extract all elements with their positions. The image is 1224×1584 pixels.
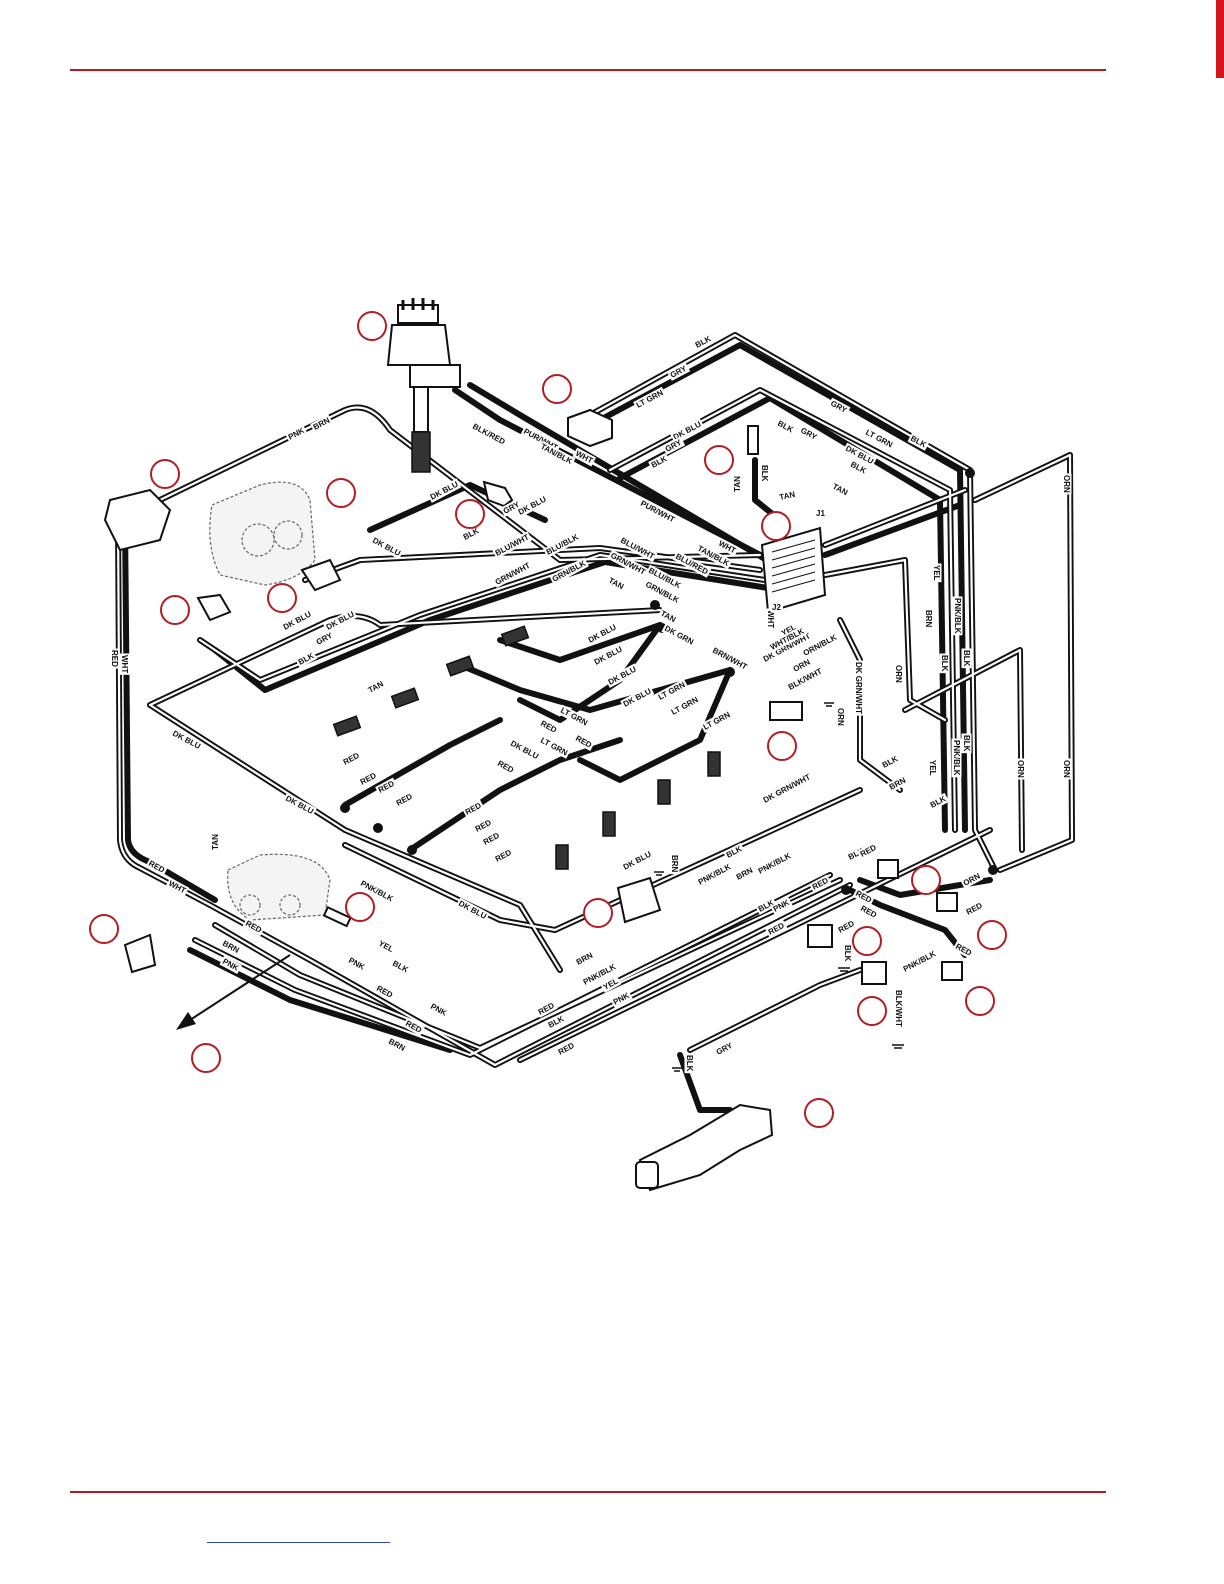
exhaust-outline [227, 853, 331, 921]
label-dkblu-inj-4: DK BLU [607, 665, 638, 687]
connector-j2-label: J2 [772, 603, 781, 612]
callout-circle [542, 374, 572, 404]
knock-module-icon [616, 876, 662, 924]
connector-j1-label: J1 [816, 509, 825, 518]
ignition-module-icon [567, 408, 613, 448]
fuel-injector-icon-3 [445, 655, 475, 677]
callout-circle [965, 986, 995, 1016]
knock-sensor-icon [322, 905, 352, 928]
ecm-module-icon [760, 526, 827, 614]
label-wht-trunk: WHT [120, 655, 129, 673]
label-orn-right-3: ORN [1016, 760, 1025, 778]
relay-icon-2 [861, 961, 887, 985]
label-brn-knock: BRN [670, 855, 679, 873]
callouts [89, 311, 1007, 1128]
label-dkgrnwht-3: DK GRN/WHT [762, 772, 812, 804]
label-orn-mid: ORN [836, 708, 845, 726]
label-pnkblk-harness-3: PNK/BLK [757, 851, 793, 876]
to-harness-arrow-icon [176, 954, 291, 1030]
label-tan-trunk: TAN [211, 834, 220, 850]
label-blk-sensor: BLK [760, 465, 769, 482]
flame-arrestor-outline [209, 481, 316, 586]
label-tan-ecm: TAN [779, 490, 797, 502]
callout-circle [857, 996, 887, 1026]
label-blkred: BLK/RED [471, 422, 507, 447]
label-blublk-left: BLU/BLK [545, 532, 580, 557]
callout-circle [583, 898, 613, 928]
label-dkgrnwht-2: DK GRN/WHT [854, 662, 863, 714]
label-dkblu-inj-5: DK BLU [622, 687, 653, 709]
fuel-injector-icon-8 [555, 844, 569, 870]
label-orn-mid-2: ORN [894, 665, 903, 683]
relay-icon-5 [941, 961, 963, 981]
diagnostic-connector-icon [769, 701, 803, 721]
label-blk-relay-gnd: BLK [843, 945, 852, 962]
label-dkblu-knock: DK BLU [622, 850, 653, 872]
label-orn-right: ORN [1062, 475, 1071, 493]
callout-circle [150, 459, 180, 489]
fuel-injector-icon-7 [602, 811, 616, 837]
callout-circle [977, 920, 1007, 950]
fuel-injector-icon-4 [500, 625, 530, 647]
fuel-injector-icon-1 [332, 715, 362, 737]
harness-wire-cores [116, 333, 1074, 1067]
fuel-pump-icon [635, 1103, 774, 1192]
callout-circle [191, 1043, 221, 1073]
label-blk-pump: BLK [685, 1055, 694, 1072]
callout-circle [455, 499, 485, 529]
coolant-sensor-icon [747, 425, 759, 455]
label-blk-right-3: BLK [962, 650, 971, 667]
label-pnkblk-right: PNK/BLK [953, 598, 962, 634]
callout-circle [761, 511, 791, 541]
label-orn-right-2: ORN [1062, 760, 1071, 778]
callout-circle [852, 926, 882, 956]
callout-circle [804, 1098, 834, 1128]
callout-circle [160, 595, 190, 625]
footer-link-underline[interactable] [207, 1542, 390, 1543]
footer-rule [70, 1491, 1106, 1493]
label-red-trunk: RED [110, 650, 119, 667]
callout-circle [89, 914, 119, 944]
neutral-switch-icon [103, 488, 172, 552]
distributor-icon [386, 298, 461, 473]
callout-circle [704, 445, 734, 475]
label-dkblu-tps: DK BLU [371, 536, 402, 558]
callout-circle [911, 865, 941, 895]
label-dkblu-map-2: DK BLU [325, 610, 356, 632]
label-yel-right-2: YEL [928, 760, 937, 776]
header-rule [70, 69, 1106, 71]
label-blk-right-4: BLK [962, 735, 971, 752]
callout-circle [345, 892, 375, 922]
label-blkwht-relay: BLK/WHT [894, 990, 903, 1027]
label-brn-right: BRN [924, 610, 933, 628]
oil-pressure-sender-icon [482, 480, 514, 508]
callout-circle [767, 731, 797, 761]
label-dkblu-inj: DK BLU [509, 739, 540, 761]
fuel-injector-icon-5 [707, 751, 721, 777]
harness-plug-icon [123, 933, 157, 974]
label-dkblu-rail-2: DK BLU [284, 794, 315, 816]
label-pnkblk-right-2: PNK/BLK [952, 740, 961, 776]
label-pnkblk-relay: PNK/BLK [902, 949, 938, 974]
label-dkblu-lower: DK BLU [457, 899, 488, 921]
fuel-injector-icon-6 [657, 779, 671, 805]
label-dkgrn: DK GRN [663, 624, 695, 647]
ground-symbol-icons [654, 702, 904, 1072]
callout-circle [267, 583, 297, 613]
page-edge-tab [1216, 0, 1224, 78]
label-blk-right-2: BLK [940, 655, 949, 672]
label-blkwht-ecm: BLK/WHT [787, 666, 824, 691]
relay-icon-4 [936, 892, 958, 912]
relay-icon-3 [877, 859, 899, 879]
callout-circle [357, 311, 387, 341]
callout-circle [326, 478, 356, 508]
label-wht-ecm: WHT [766, 610, 775, 628]
label-tan-sensor: TAN [733, 476, 742, 492]
label-yel-right: YEL [932, 565, 941, 581]
fuel-injector-icon-2 [390, 687, 420, 709]
map-sensor-icon [196, 593, 232, 622]
relay-icon-1 [807, 924, 833, 948]
throttle-position-sensor-icon [300, 558, 342, 592]
